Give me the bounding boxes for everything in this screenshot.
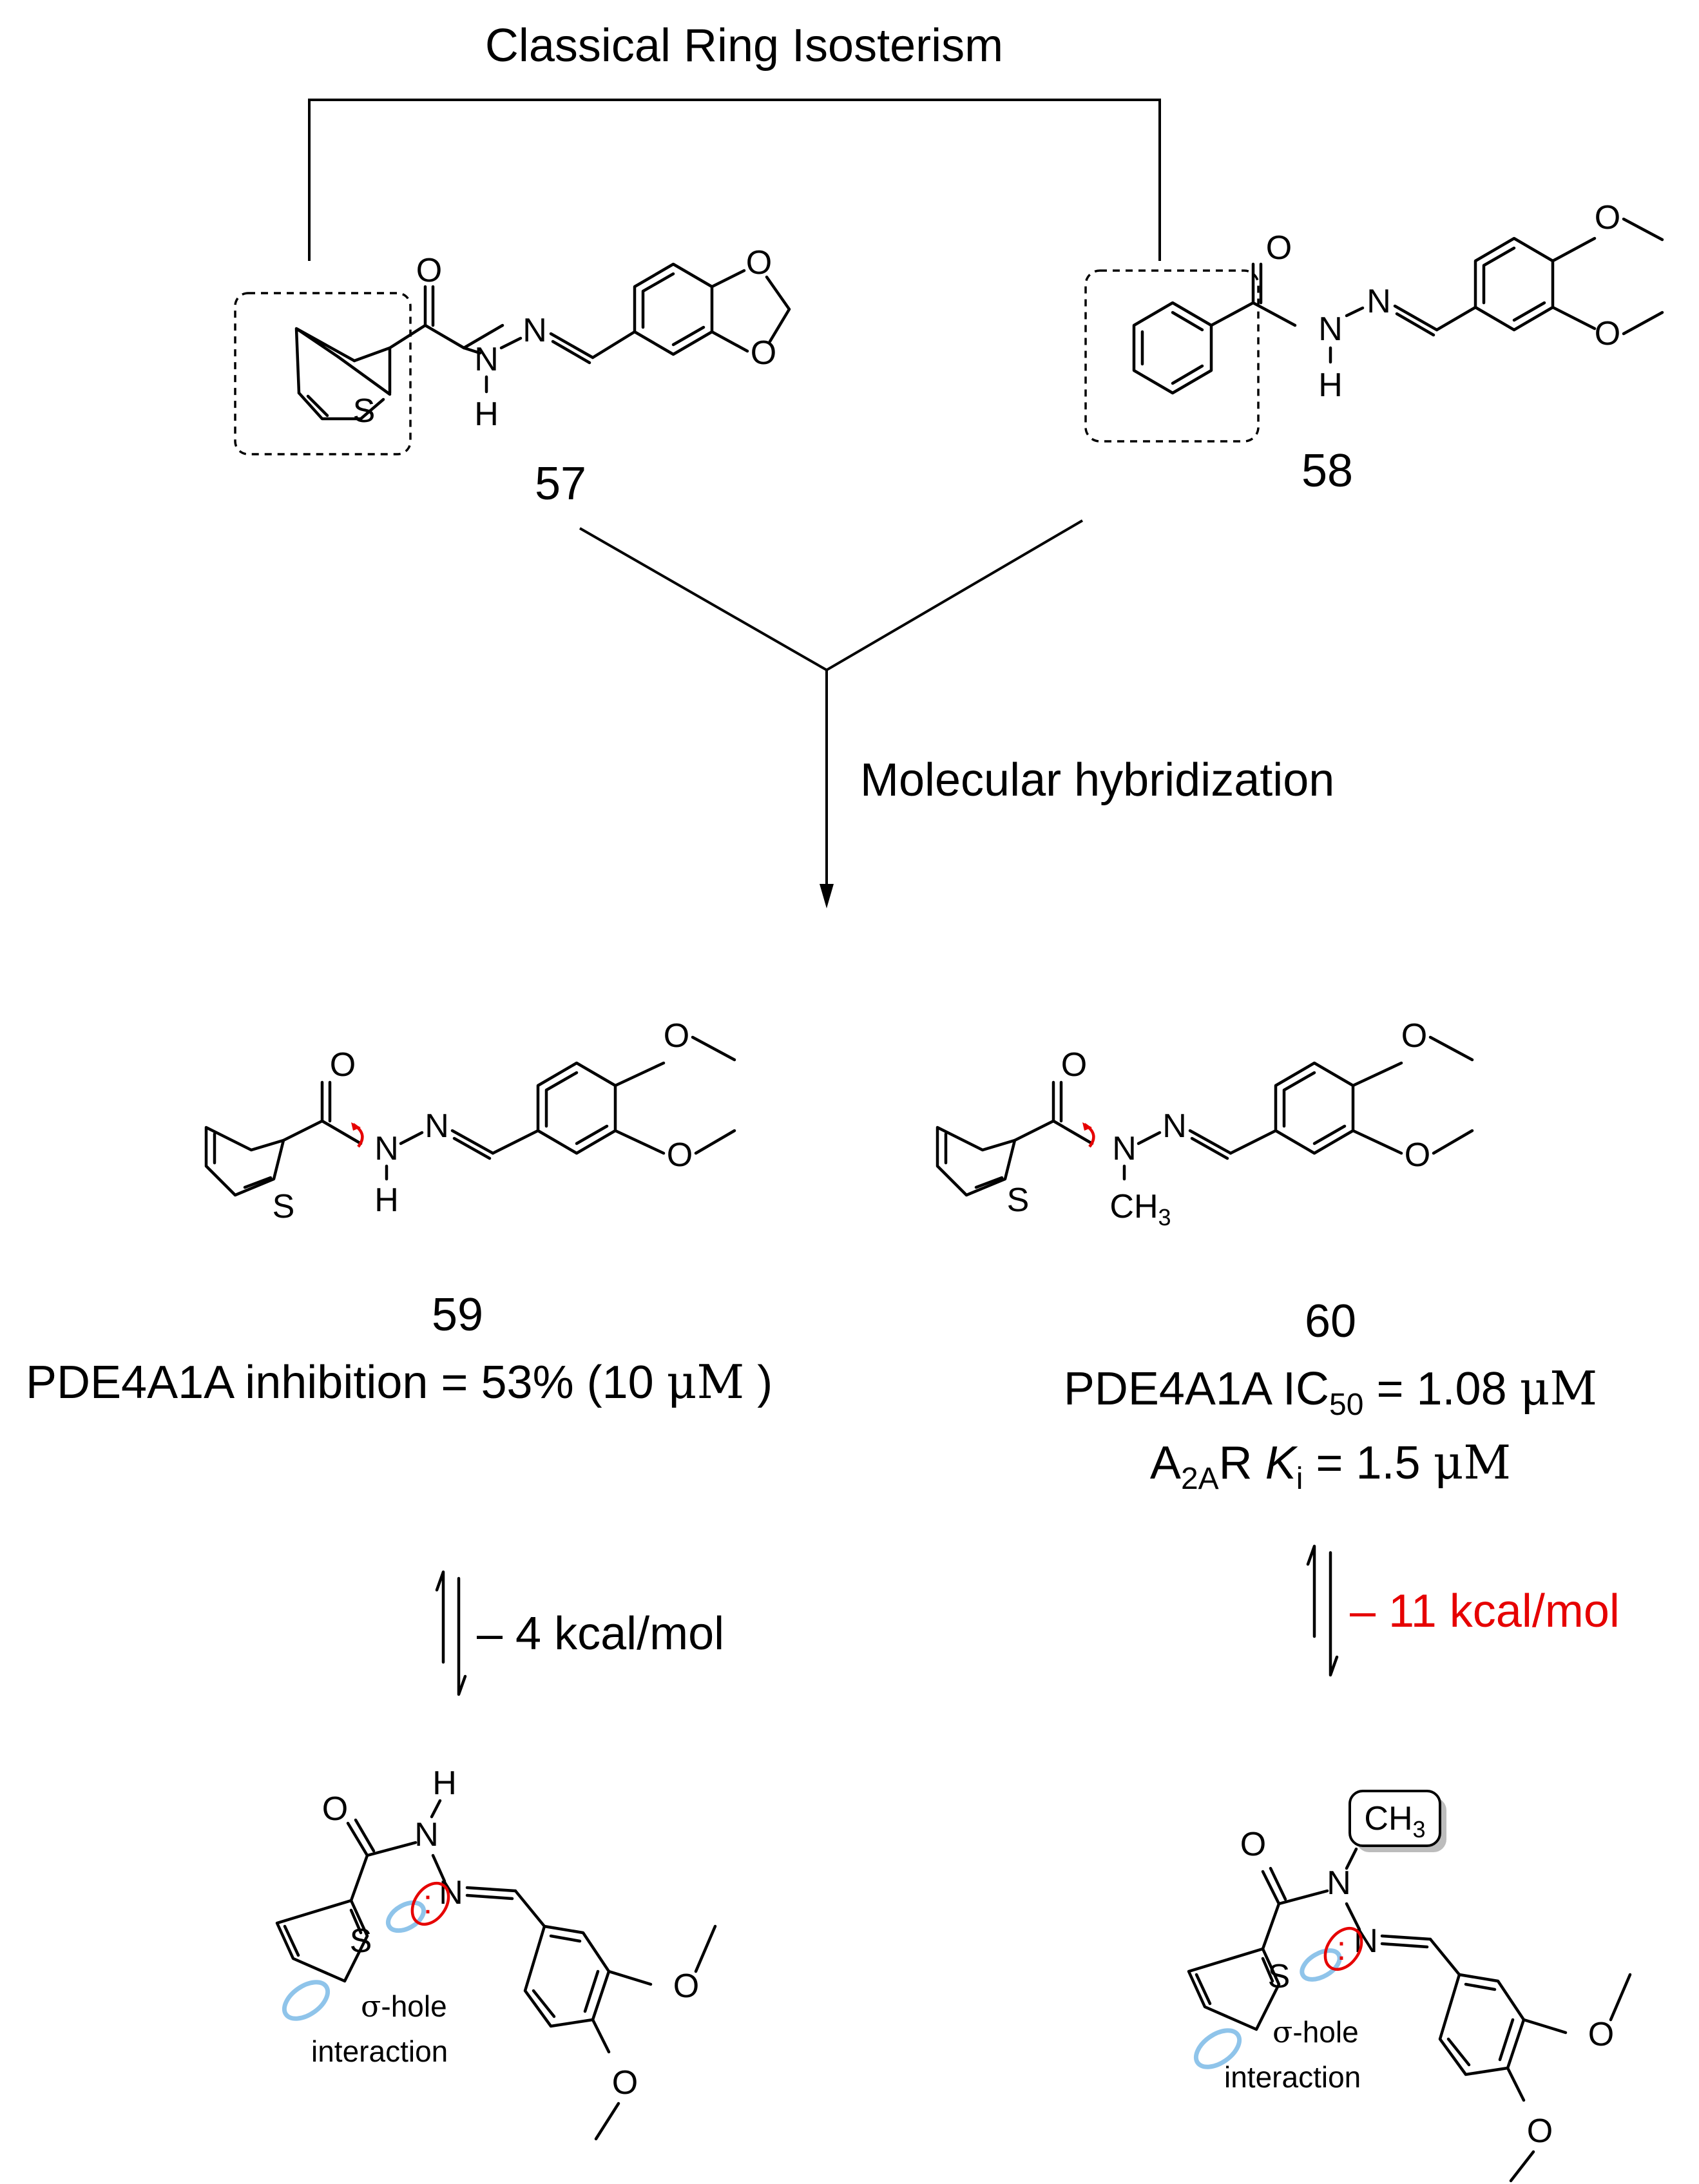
methoxy-oxygen-top: O <box>673 1968 699 2005</box>
sigma-hole-back-lobe <box>1193 2028 1242 2069</box>
interaction-label: interaction <box>1224 2060 1361 2094</box>
thiophene-highlight-box <box>234 292 412 455</box>
sigma-hole-back-lobe <box>282 1980 331 2021</box>
sulfur-atom: S <box>273 1188 295 1225</box>
benzene-highlight-box <box>1084 269 1260 443</box>
lone-pair-orbital <box>410 1881 450 1926</box>
structure-58: O N H N O O 58 <box>1084 199 1664 497</box>
methoxy-oxygen-bottom: O <box>1527 2112 1553 2150</box>
isosterism-bracket <box>308 99 1161 261</box>
carbonyl-oxygen: O <box>1061 1046 1087 1084</box>
sulfur-atom: S <box>353 392 376 430</box>
methoxy-oxygen-bottom: O <box>612 2064 638 2102</box>
scheme-title: Classical Ring Isosterism <box>485 20 1003 72</box>
imine-nitrogen: N <box>425 1107 449 1145</box>
energy-label-right: – 11 kcal/mol <box>1350 1585 1620 1637</box>
hybridization-arrowhead <box>820 884 834 908</box>
amide-hydrogen: H <box>432 1765 457 1802</box>
compound-label-58: 58 <box>1301 445 1353 497</box>
methoxy-oxygen-top: O <box>1595 199 1620 236</box>
sigma-hole-lobe <box>386 1900 426 1933</box>
carbonyl-oxygen: O <box>416 252 442 289</box>
amide-nitrogen: N <box>374 1130 399 1167</box>
imine-nitrogen: N <box>1367 283 1391 320</box>
sulfur-atom: S <box>350 1922 372 1960</box>
amide-hydrogen: H <box>474 396 499 433</box>
methoxy-oxygen-top: O <box>1401 1017 1427 1055</box>
carbonyl-oxygen: O <box>1266 229 1292 267</box>
compound-label-60: 60 <box>1305 1296 1356 1347</box>
n-methyl-group: CH3 <box>1364 1800 1425 1843</box>
imine-nitrogen: N <box>523 312 547 349</box>
methyl-highlight-box <box>1349 1790 1441 1847</box>
lone-pair-dots: : <box>1337 1930 1346 1968</box>
conformer-59: S O N H N O O : σ-hole interaction <box>275 1765 717 2141</box>
carbonyl-oxygen: O <box>1240 1826 1266 1863</box>
amide-nitrogen: N <box>1112 1130 1137 1167</box>
activity-60-ki: A2AR Ki = 1.5 μM <box>1150 1435 1511 1496</box>
dioxole-oxygen-bottom: O <box>751 334 776 372</box>
lone-pair-dots: : <box>423 1884 432 1921</box>
methoxy-oxygen-bottom: O <box>667 1136 693 1174</box>
sulfur-atom: S <box>1007 1182 1030 1219</box>
carbonyl-oxygen: O <box>322 1790 348 1828</box>
amide-nitrogen: N <box>1327 1864 1351 1902</box>
hybridization-converge-lines <box>579 519 1084 896</box>
compound-label-59: 59 <box>432 1289 483 1341</box>
amide-nitrogen: N <box>474 341 499 378</box>
amide-nitrogen: N <box>414 1816 439 1854</box>
amide-hydrogen: H <box>374 1182 399 1219</box>
activity-60-ic50: PDE4A1A IC50 = 1.08 μM <box>1064 1361 1597 1422</box>
conformer-60: S O N CH3 N O O : σ-hole interaction <box>1187 1790 1632 2183</box>
imine-nitrogen: N <box>439 1874 463 1911</box>
amide-nitrogen: N <box>1318 311 1343 348</box>
sigma-hole-lobe <box>1300 1948 1342 1982</box>
carbonyl-oxygen: O <box>330 1046 356 1084</box>
activity-59: PDE4A1A inhibition = 53% (10 μM ) <box>26 1355 773 1409</box>
n-methyl-group: CH3 <box>1109 1188 1171 1231</box>
sulfur-atom: S <box>1268 1958 1291 1995</box>
structure-59: S O N H N O O 59 PDE4A1A inhibition = 53… <box>26 1017 773 1409</box>
imine-nitrogen: N <box>1162 1107 1187 1145</box>
methoxy-oxygen-bottom: O <box>1405 1136 1430 1174</box>
sigma-hole-label: σ-hole <box>361 1989 447 2024</box>
equilibrium-left: – 4 kcal/mol <box>435 1570 724 1696</box>
methoxy-oxygen-top: O <box>664 1017 689 1055</box>
methoxy-oxygen-bottom: O <box>1595 315 1620 352</box>
step-label: Molecular hybridization <box>860 754 1334 806</box>
interaction-label: interaction <box>311 2035 448 2068</box>
methoxy-oxygen-top: O <box>1588 2016 1614 2053</box>
energy-label-left: – 4 kcal/mol <box>477 1608 724 1660</box>
dioxole-oxygen-top: O <box>746 244 772 282</box>
sigma-hole-label: σ-hole <box>1272 2015 1359 2049</box>
lone-pair-orbital <box>1323 1926 1363 1971</box>
compound-label-57: 57 <box>535 458 586 510</box>
amide-hydrogen: H <box>1318 367 1343 404</box>
structure-60: S O N CH3 N O O 60 PDE4A1A IC50 = 1.08 μ… <box>936 1017 1597 1496</box>
structure-57: S O N H N O O 57 <box>234 244 791 510</box>
equilibrium-right: – 11 kcal/mol <box>1306 1544 1620 1677</box>
